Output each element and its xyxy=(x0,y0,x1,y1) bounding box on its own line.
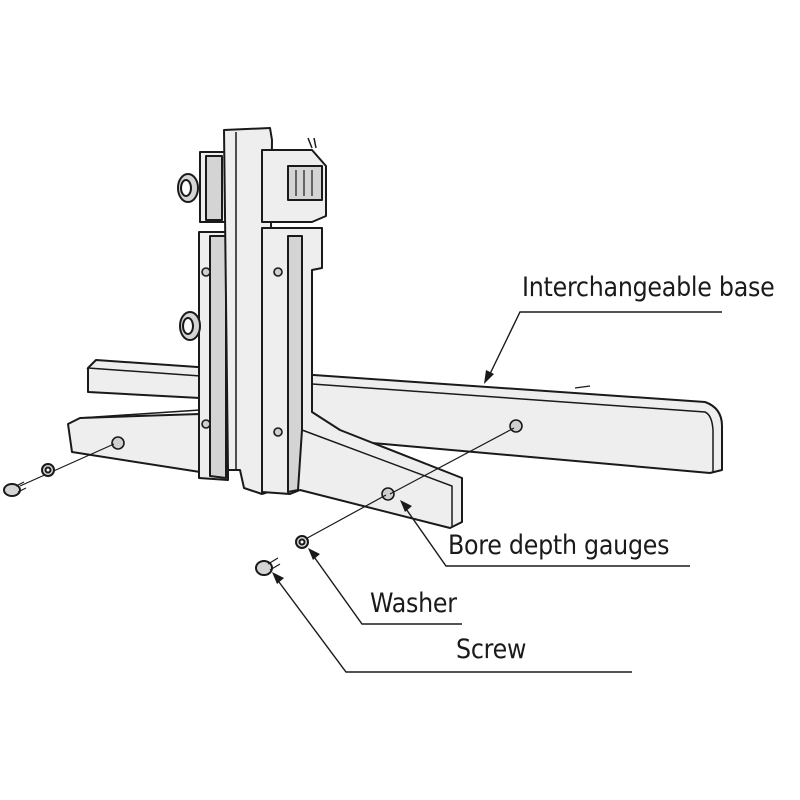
left-bore-depth-gauge xyxy=(67,409,201,473)
main-column xyxy=(223,127,273,495)
right-slider-and-gauge xyxy=(261,227,523,529)
leader-screw xyxy=(275,577,632,673)
right-slider-screw-upper xyxy=(273,267,283,277)
exploded-fasteners xyxy=(3,427,515,576)
leader-washer xyxy=(311,553,462,625)
top-clamp-housing xyxy=(261,137,327,223)
label-screw: Screw xyxy=(456,634,527,665)
leader-lines xyxy=(272,311,722,673)
clamp-lever-icon xyxy=(287,165,323,201)
leader-bore-depth-gauges xyxy=(403,505,690,567)
leader-interchangeable-base xyxy=(487,311,722,379)
upper-left-clamp xyxy=(177,151,227,341)
right-gauge-screw-hole xyxy=(381,487,395,501)
right-washer-icon xyxy=(295,535,309,549)
base-screw-hole xyxy=(509,419,523,433)
label-washer: Washer xyxy=(370,588,457,619)
left-plate-screw-upper xyxy=(201,267,211,277)
left-plate-screw-lower xyxy=(201,419,211,429)
right-slider-screw-lower xyxy=(273,427,283,437)
left-slider-plate xyxy=(198,231,229,481)
label-interchangeable-base: Interchangeable base xyxy=(522,272,775,303)
right-screw-icon xyxy=(255,557,281,576)
left-screw-icon xyxy=(3,481,27,497)
label-bore-depth-gauges: Bore depth gauges xyxy=(448,530,670,561)
left-washer-icon xyxy=(41,463,55,477)
left-gauge-screw-hole xyxy=(111,436,125,450)
